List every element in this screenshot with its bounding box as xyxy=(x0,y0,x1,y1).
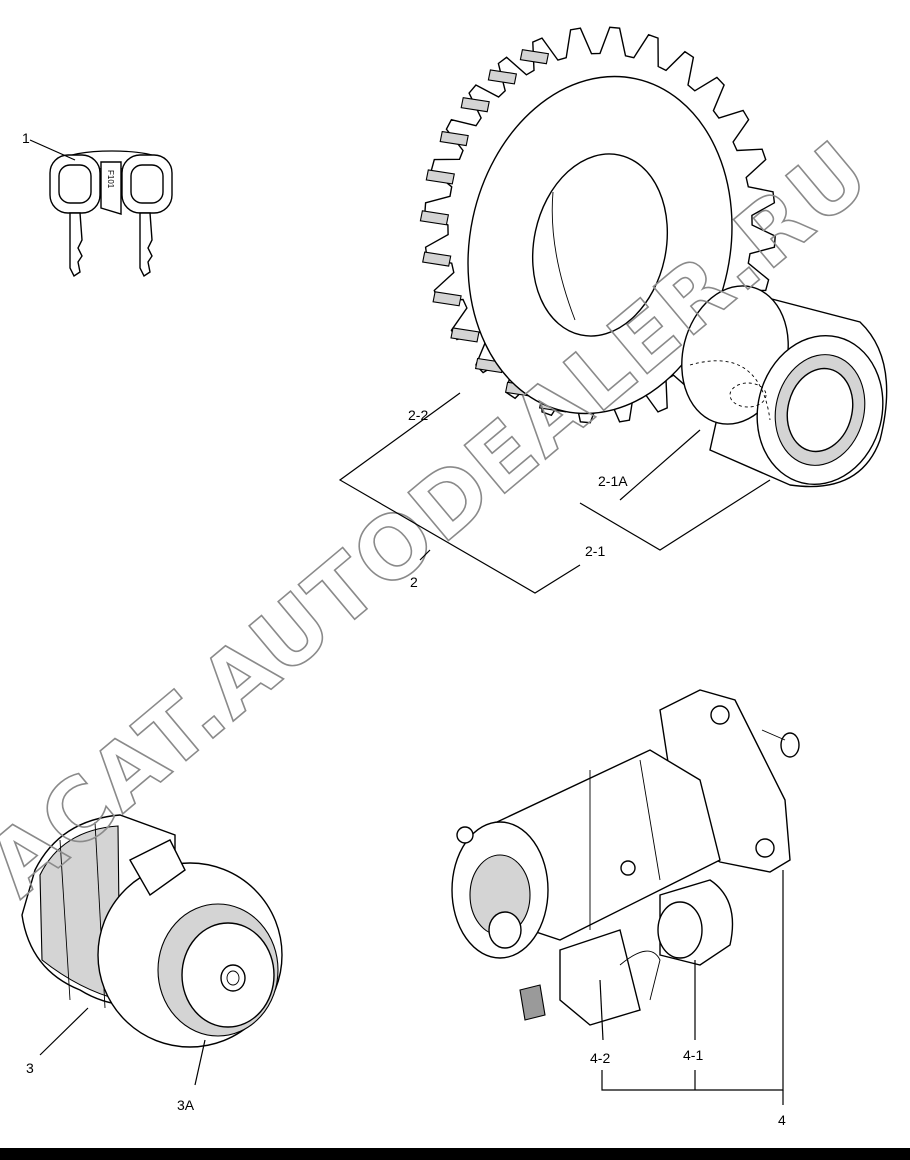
hub-illustration xyxy=(681,285,888,488)
key-tag-text: F101 xyxy=(106,170,115,189)
starter-illustration xyxy=(451,689,800,1026)
leader-lines xyxy=(29,139,784,1105)
callout-alternator: 3 xyxy=(26,1060,34,1076)
callout-starter-body: 4-2 xyxy=(590,1050,610,1066)
keys-illustration: F101 xyxy=(49,150,173,278)
callout-alternator-pulley: 3A xyxy=(177,1097,195,1113)
callout-hub: 2-1 xyxy=(585,543,605,559)
bottom-border xyxy=(0,1148,910,1160)
callout-starter-solenoid: 4-1 xyxy=(683,1047,703,1063)
alternator-illustration xyxy=(21,814,283,1048)
callout-starter: 4 xyxy=(778,1112,786,1128)
callout-gear: 2-2 xyxy=(408,407,428,423)
callout-keys: 1 xyxy=(22,130,30,146)
gear-illustration xyxy=(419,26,776,424)
callout-assembly: 2 xyxy=(410,574,418,590)
callout-hub-insert: 2-1A xyxy=(598,473,628,489)
